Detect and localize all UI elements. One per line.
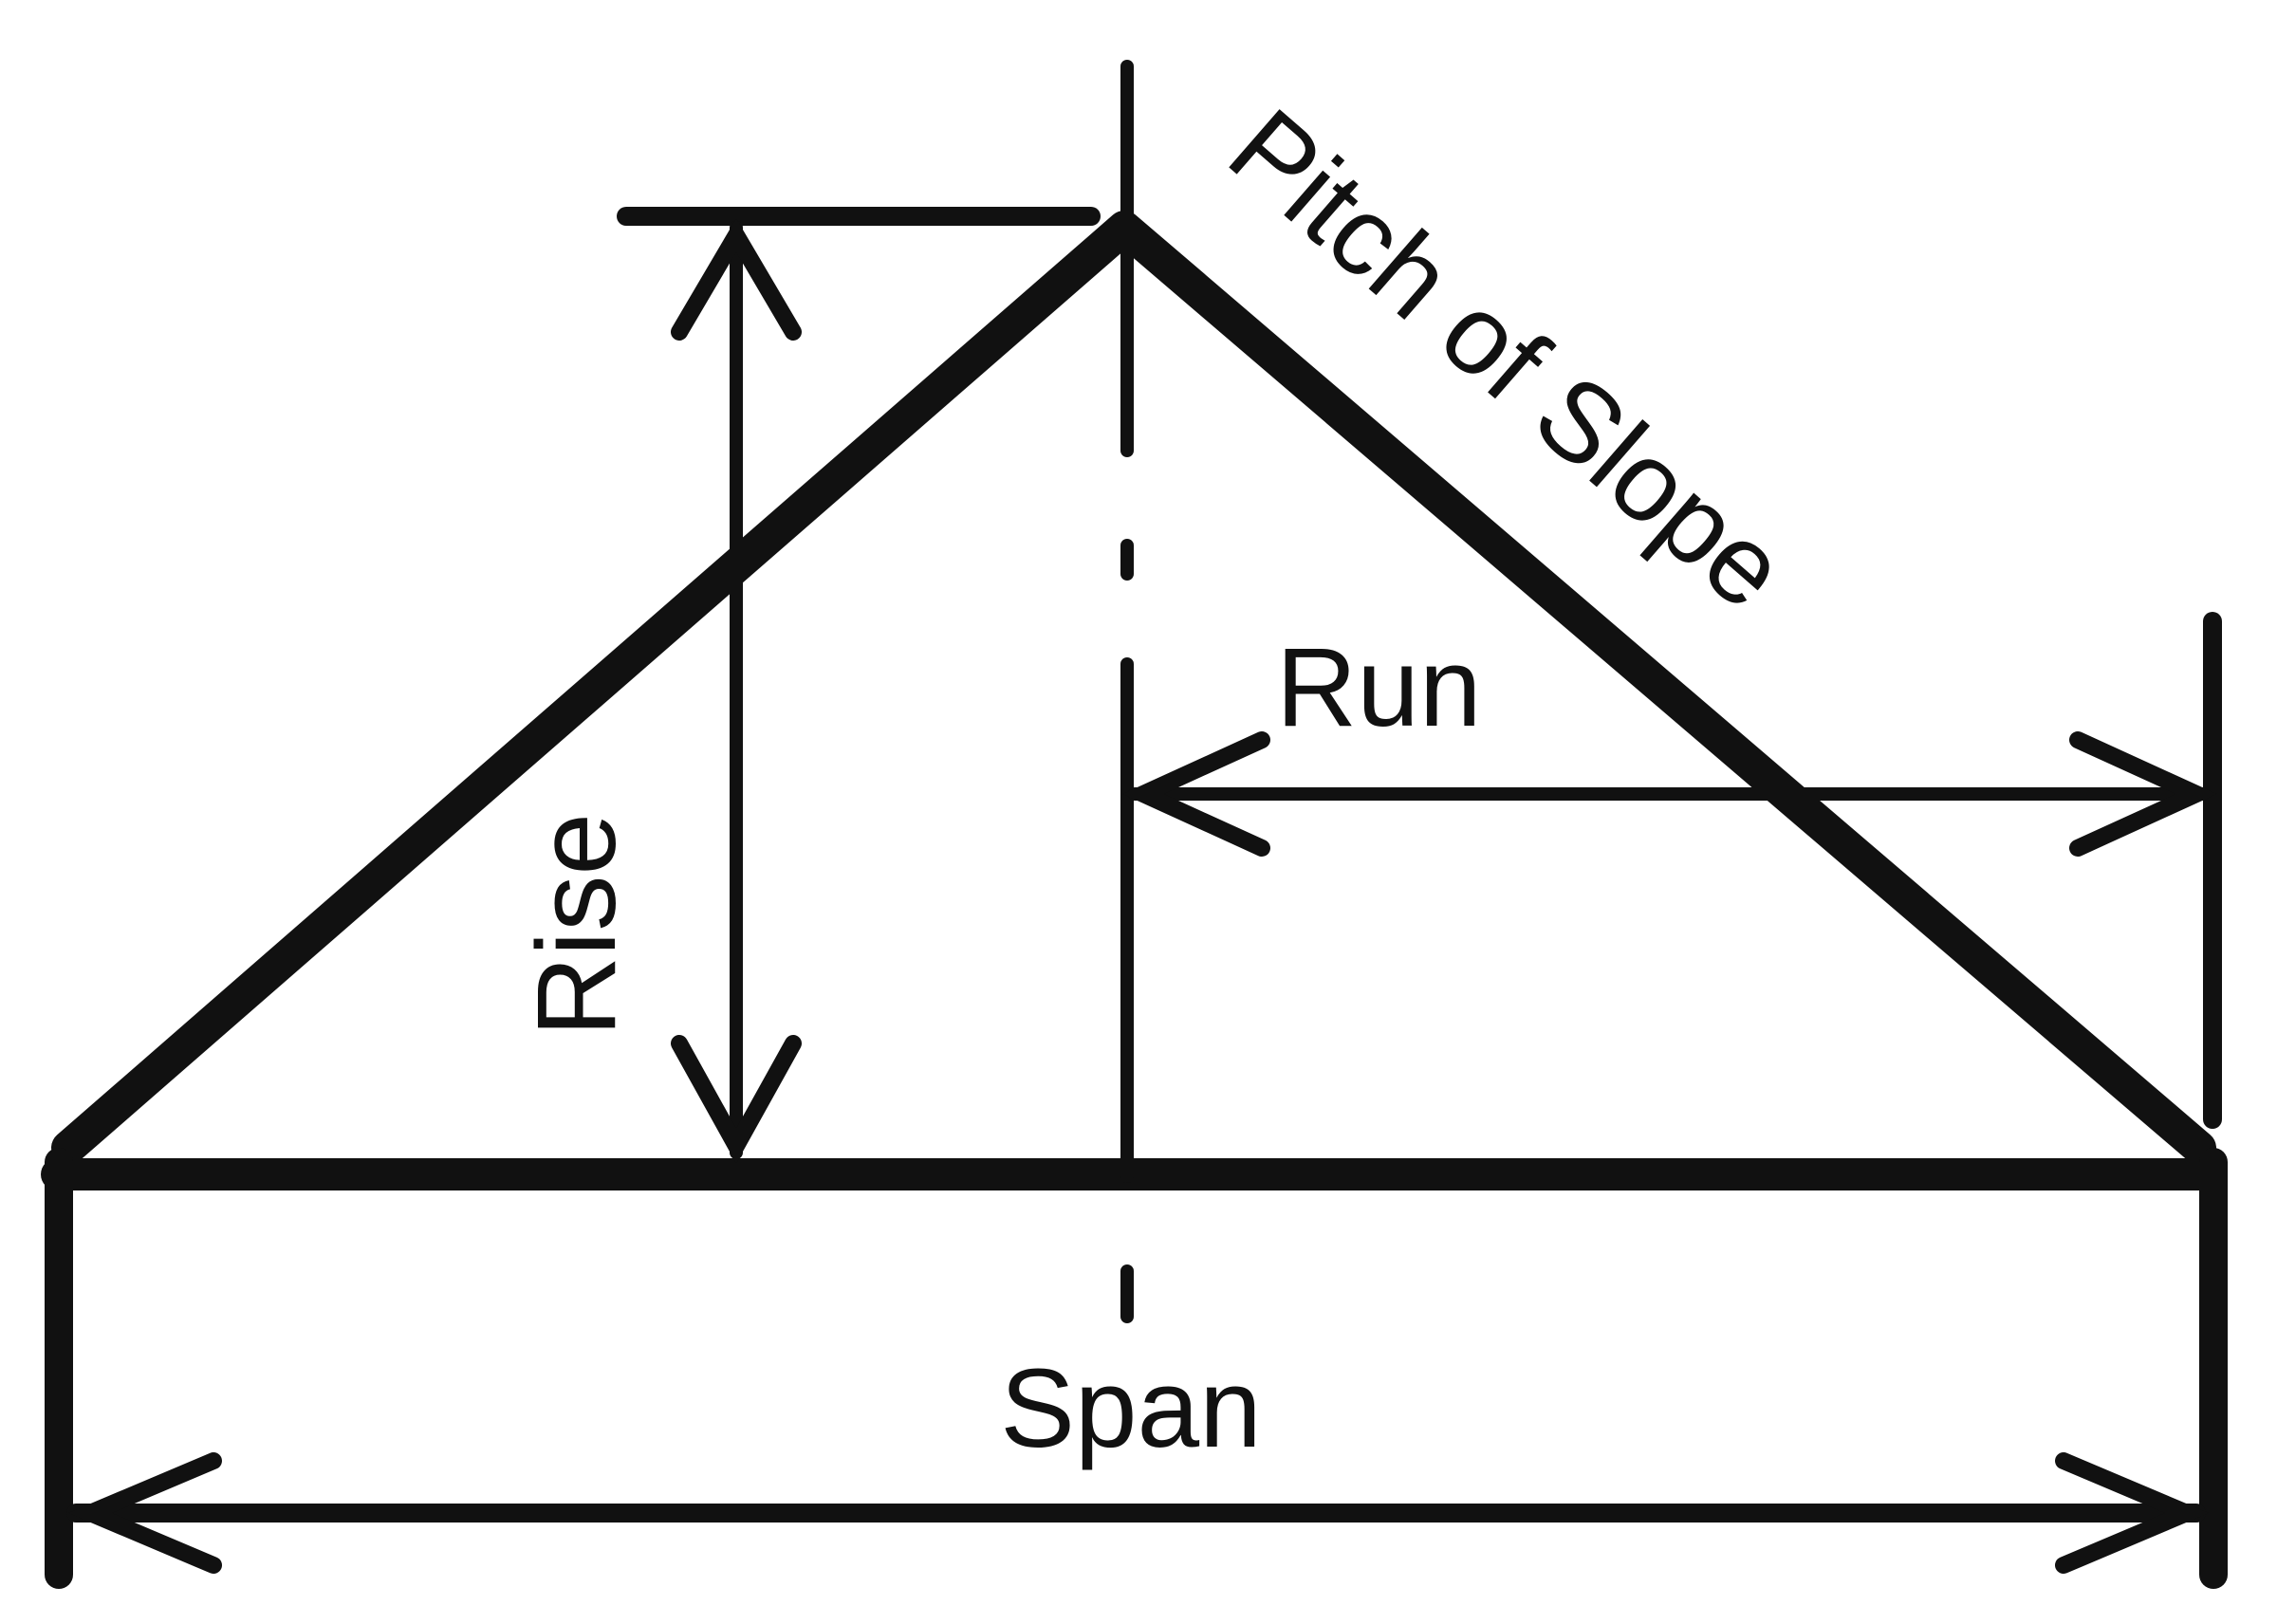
rise-label: Rise — [514, 813, 639, 1037]
run-arrowhead-right — [2069, 731, 2217, 857]
run-arrowhead-left — [1122, 731, 1270, 857]
rise-arrowhead-top — [671, 218, 802, 341]
span-arrowhead-right — [2055, 1452, 2210, 1574]
span-arrowhead-left — [67, 1452, 222, 1574]
rise-arrowhead-bottom — [671, 1035, 802, 1164]
span-label: Span — [1000, 1346, 1262, 1471]
run-label: Run — [1276, 625, 1481, 750]
